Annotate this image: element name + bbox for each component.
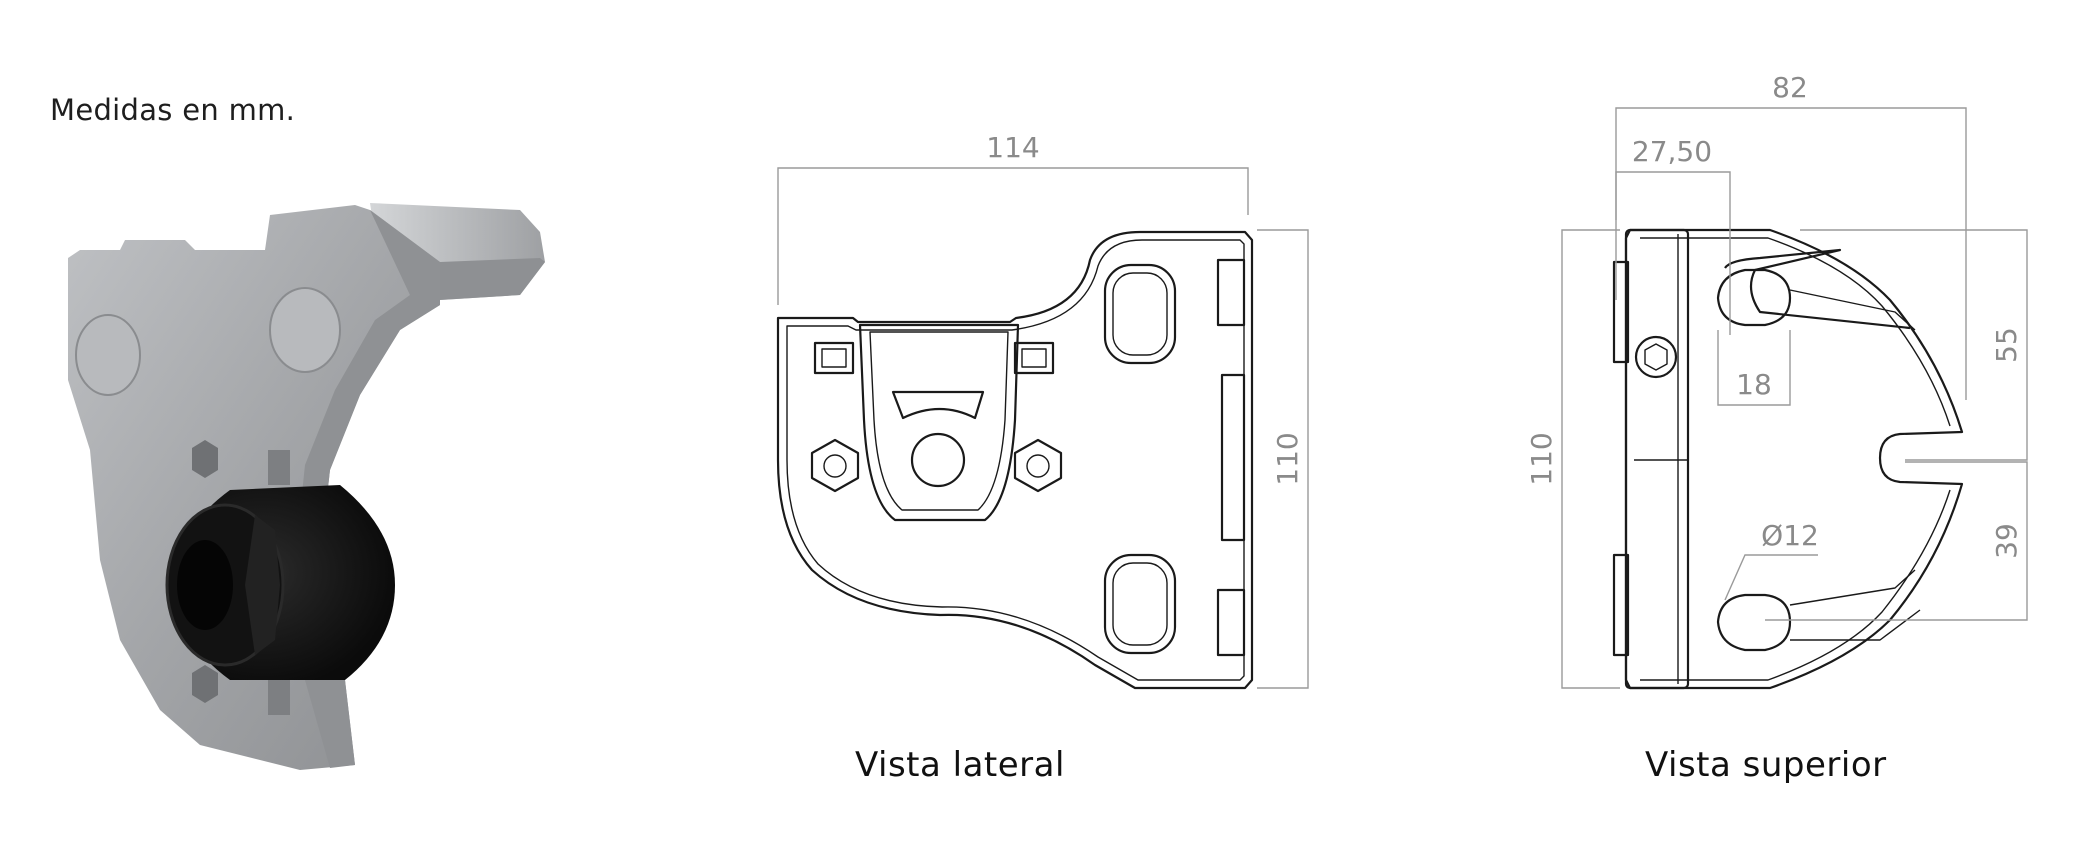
- side-view-caption: Vista lateral: [855, 745, 1065, 785]
- top-view-upper-slot: [1716, 268, 1792, 327]
- side-view-width-dimension-line: [777, 167, 1249, 305]
- side-view-edge-tab-bottom: [1216, 588, 1246, 657]
- top-view-edge-tab-lower: [1612, 553, 1630, 657]
- top-view-drawing: 82 27,50 110 18 55 39 Ø12: [1525, 71, 2028, 690]
- render-hub-bore: [177, 540, 233, 630]
- side-view-tab-right: [1013, 341, 1055, 375]
- side-view-bracket-inner: [869, 331, 1009, 511]
- side-view-slot-lower-inner: [1112, 562, 1168, 646]
- bracket-3d-render: [68, 203, 545, 770]
- side-view-outline: [776, 230, 1254, 690]
- top-view-total-width-label: 82: [1772, 71, 1808, 104]
- side-view-height-label: 110: [1271, 432, 1304, 485]
- side-view-height-dimension-line: [1257, 229, 1309, 689]
- top-view-edge-tab-upper: [1612, 260, 1630, 364]
- side-view-edge-tab-top: [1216, 258, 1246, 327]
- top-view-inner-outline: [1640, 237, 1951, 427]
- side-view-center-bracket: [858, 323, 1020, 522]
- top-view-diameter-label: Ø12: [1761, 519, 1819, 552]
- top-view-upper-rib: [1789, 289, 1916, 331]
- render-tab-upper: [268, 450, 290, 485]
- top-view-diameter-leader: [1724, 554, 1818, 601]
- side-view-hex-right: [1013, 438, 1063, 493]
- top-view-upper-span-label: 55: [1990, 327, 2023, 363]
- top-view-slot-width-line: [1717, 330, 1791, 406]
- top-view-lower-span-line: [1765, 461, 2028, 621]
- render-hex-nut-lower: [192, 665, 218, 703]
- top-view-lower-rib: [1789, 569, 1916, 606]
- top-view-upper-span-line: [1800, 229, 2028, 461]
- side-view-tab-left-inner: [821, 348, 847, 368]
- render-main-plate: [68, 205, 440, 770]
- side-view-hex-left: [810, 438, 860, 493]
- side-view-edge-tab-mid: [1220, 373, 1246, 542]
- side-view-tab-left: [813, 341, 855, 375]
- side-view-hex-right-hole: [1026, 454, 1050, 478]
- top-view-slot-width-label: 18: [1736, 368, 1772, 401]
- render-boss-left: [75, 314, 141, 396]
- side-view-width-label: 114: [986, 131, 1039, 164]
- render-hex-nut-upper: [192, 440, 218, 478]
- top-view-height-line: [1561, 229, 1620, 689]
- top-view-height-label: 110: [1525, 432, 1558, 485]
- side-view-slot-upper-inner: [1112, 272, 1168, 356]
- top-view-outline: [1624, 228, 1964, 690]
- side-view-center-hole: [910, 432, 966, 488]
- units-note: Medidas en mm.: [50, 93, 296, 127]
- render-hub-hex: [245, 515, 280, 655]
- top-view-upper-arm: [1724, 248, 1911, 330]
- render-tab-lower: [268, 680, 290, 715]
- render-rail-edge: [440, 258, 545, 300]
- top-view-caption: Vista superior: [1645, 745, 1887, 785]
- side-view-tab-right-inner: [1021, 348, 1047, 368]
- side-view-slot-upper: [1103, 263, 1177, 365]
- side-view-arch-slot: [891, 390, 985, 420]
- top-view-plate: [1624, 228, 1690, 690]
- top-view-bolt-socket: [1644, 343, 1668, 371]
- side-view-drawing: 114 110: [776, 131, 1309, 690]
- top-view-lower-slot: [1716, 593, 1792, 652]
- side-view-hex-left-hole: [823, 454, 847, 478]
- top-view-bolt-head: [1634, 335, 1678, 379]
- side-view-inner-outline: [786, 239, 1245, 681]
- top-view-offset-line: [1615, 171, 1731, 335]
- top-view-inner-outline-lower: [1640, 489, 1951, 681]
- render-boss-right: [269, 287, 341, 373]
- side-view-slot-lower: [1103, 553, 1177, 655]
- top-view-offset-label: 27,50: [1632, 135, 1712, 168]
- top-view-lower-span-label: 39: [1990, 523, 2023, 559]
